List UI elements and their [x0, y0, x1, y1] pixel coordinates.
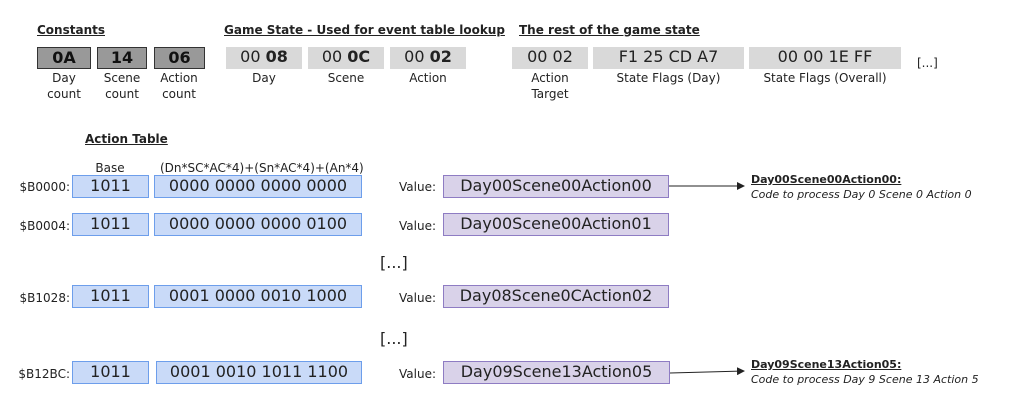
callout-description: Code to process Day 0 Scene 0 Action 0 [751, 188, 972, 201]
action-count-value: 06 [154, 47, 205, 69]
offset-cell: 0000 0000 0000 0000 [154, 175, 362, 198]
value-label: Value: [399, 367, 436, 381]
row-address: $B1028: [19, 291, 70, 305]
table-ellipsis: [...] [380, 253, 408, 272]
action-state-label: Action [409, 71, 447, 85]
offset-cell: 0000 0000 0000 0100 [154, 213, 362, 236]
value-cell: Day00Scene00Action01 [443, 213, 669, 236]
callout-description: Code to process Day 9 Scene 13 Action 5 [751, 373, 979, 386]
rest-state-heading: The rest of the game state [519, 23, 700, 37]
table-ellipsis: [...] [380, 329, 408, 348]
scene-count-value: 14 [97, 47, 147, 69]
row-address: $B0000: [19, 180, 70, 194]
state-flags-overall-label: State Flags (Overall) [763, 71, 887, 85]
constants-heading: Constants [37, 23, 105, 37]
value-cell: Day09Scene13Action05 [443, 361, 670, 384]
action-target-value: 00 02 [512, 47, 588, 69]
callout-title: Day09Scene13Action05: [751, 358, 902, 371]
base-cell: 1011 [72, 213, 149, 236]
base-cell: 1011 [72, 361, 149, 384]
base-column-header: Base [95, 161, 125, 175]
state-flags-day-label: State Flags (Day) [616, 71, 721, 85]
state-flags-day-value: F1 25 CD A7 [593, 47, 744, 69]
value-label: Value: [399, 180, 436, 194]
value-cell: Day00Scene00Action00 [443, 175, 669, 198]
arrow-to-callout-2 [669, 367, 745, 376]
day-state-label: Day [252, 71, 276, 85]
row-address: $B12BC: [18, 367, 70, 381]
offset-cell: 0001 0000 0010 1000 [154, 285, 362, 308]
value-label: Value: [399, 219, 436, 233]
value-cell: Day08Scene0CAction02 [443, 285, 669, 308]
scene-state-value: 00 0C [308, 47, 384, 69]
action-table-heading: Action Table [85, 132, 168, 146]
action-state-value: 00 02 [390, 47, 466, 69]
row-address: $B0004: [19, 219, 70, 233]
value-label: Value: [399, 291, 436, 305]
base-cell: 1011 [72, 175, 149, 198]
state-flags-overall-value: 00 00 1E FF [749, 47, 901, 69]
callout-title: Day00Scene00Action00: [751, 173, 902, 186]
day-count-value: 0A [37, 47, 91, 69]
scene-state-label: Scene [327, 71, 365, 85]
offset-cell: 0001 0010 1011 1100 [156, 361, 362, 384]
base-cell: 1011 [72, 285, 149, 308]
formula-column-header: (Dn*SC*AC*4)+(Sn*AC*4)+(An*4) [160, 161, 364, 175]
more-state-ellipsis: [...] [917, 56, 938, 70]
day-state-value: 00 08 [226, 47, 302, 69]
game-state-heading: Game State - Used for event table lookup [224, 23, 505, 37]
